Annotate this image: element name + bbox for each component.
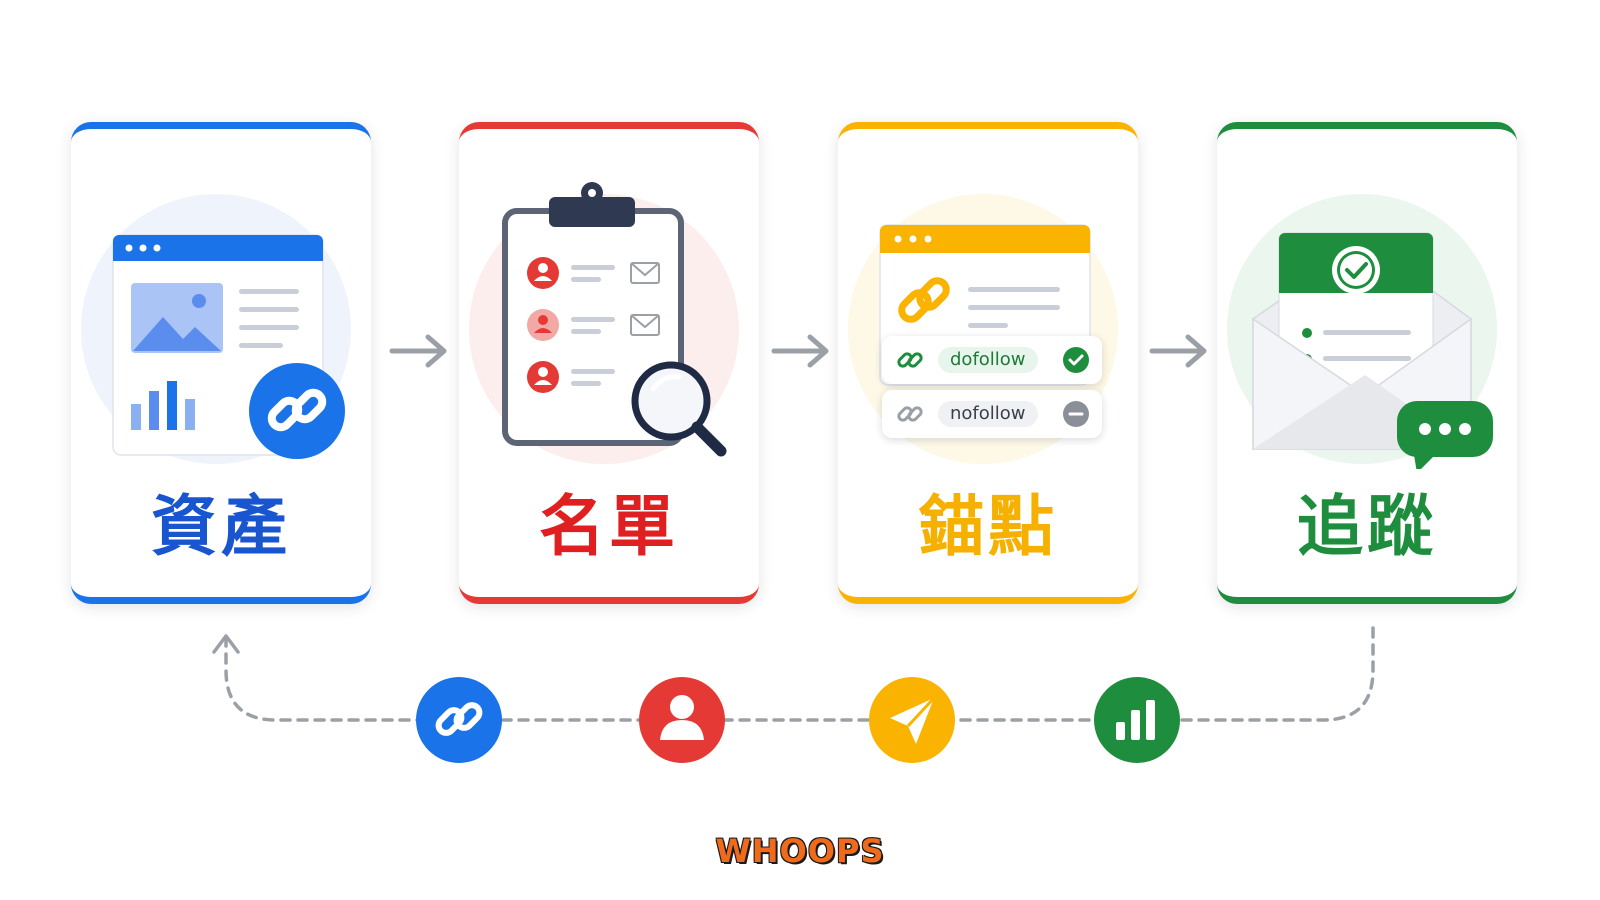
step-title: 錨點 <box>918 488 1058 565</box>
arrow-right-icon <box>389 334 447 368</box>
arrow-up-icon <box>212 634 240 654</box>
link-icon <box>897 352 923 368</box>
send-icon <box>869 677 955 763</box>
nofollow-label: nofollow <box>938 401 1038 427</box>
minus-circle-icon <box>1063 401 1089 427</box>
step-title: 追蹤 <box>1297 488 1437 565</box>
step-title: 名單 <box>539 488 679 565</box>
web-page-link-icon <box>81 194 351 464</box>
brand-logo: WHOOPS <box>715 832 885 870</box>
bar-chart-icon <box>1094 677 1180 763</box>
cycle-path <box>224 626 1375 722</box>
nofollow-option: nofollow <box>882 390 1102 438</box>
link-icon <box>897 406 923 422</box>
arrow-right-icon <box>771 334 829 368</box>
step-title: 資產 <box>151 488 291 565</box>
step-card-tracking: 追蹤 <box>1217 122 1517 604</box>
dofollow-option: dofollow <box>882 336 1102 384</box>
clipboard-search-icon <box>469 182 739 464</box>
step-card-list: 名單 <box>459 122 759 604</box>
link-icon <box>416 677 502 763</box>
dofollow-label: dofollow <box>938 347 1038 373</box>
email-tracking-icon <box>1227 194 1497 469</box>
person-icon <box>639 677 725 763</box>
check-circle-icon <box>1063 347 1089 373</box>
arrow-right-icon <box>1149 334 1207 368</box>
step-card-assets: 資產 <box>71 122 371 604</box>
